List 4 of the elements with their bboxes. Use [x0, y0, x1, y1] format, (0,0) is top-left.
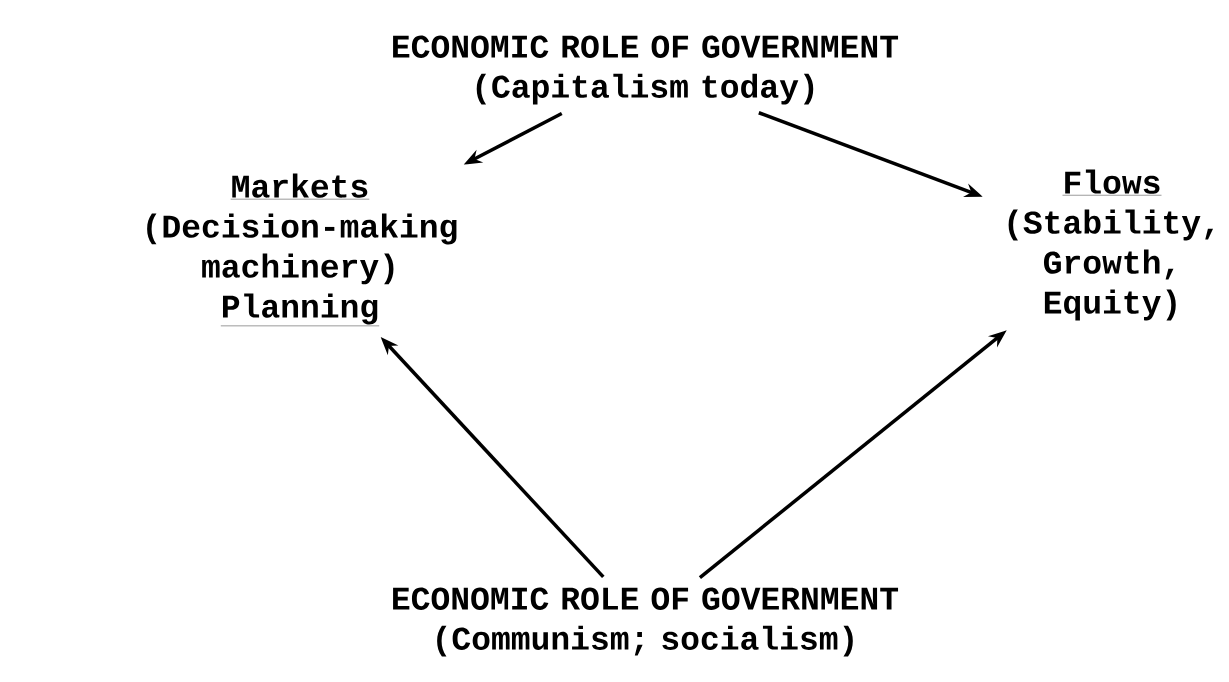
- heading-text: ECONOMIC ROLE OF GOVERNMENT (Capitalism today): [393, 35, 899, 105]
- node-text: Flows (Stability, Growth, Equity): [1008, 169, 1214, 321]
- heading-text: ECONOMIC ROLE OF GOVERNMENT (Communism; socialism): [393, 587, 899, 657]
- node-text: Markets (Decision-making machinery) Planning: [147, 173, 457, 327]
